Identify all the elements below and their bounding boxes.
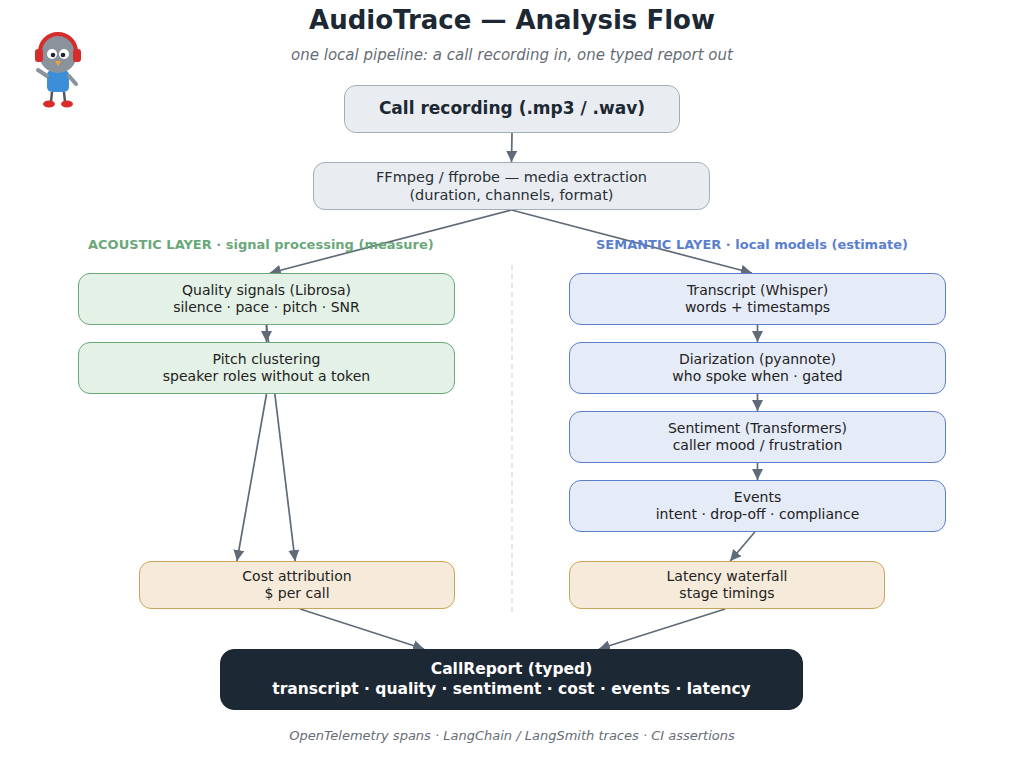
box-title: Transcript (Whisper) xyxy=(687,282,828,300)
box-title: Pitch clustering xyxy=(213,351,321,369)
headphone-cup xyxy=(73,49,81,62)
box-title: Sentiment (Transformers) xyxy=(668,420,847,438)
mascot-eye xyxy=(47,49,57,59)
flow-arrow xyxy=(237,394,267,561)
flow-arrow xyxy=(511,133,513,162)
flow-arrow xyxy=(757,325,759,342)
box-detail: who spoke when · gated xyxy=(672,368,842,386)
process-box: Sentiment (Transformers)caller mood / fr… xyxy=(569,411,946,463)
box-detail: words + timestamps xyxy=(685,299,830,317)
mascot-head xyxy=(39,35,77,73)
box-title: FFmpeg / ffprobe — media extraction (dur… xyxy=(367,168,657,204)
box-title: Events xyxy=(734,489,781,507)
diagram-caption: OpenTelemetry spans · LangChain / LangSm… xyxy=(0,728,1024,743)
process-box: Cost attribution$ per call xyxy=(139,561,455,609)
box-title: Quality signals (Librosa) xyxy=(182,282,351,300)
box-title: Latency waterfall xyxy=(667,568,788,586)
process-box: Quality signals (Librosa)silence · pace … xyxy=(78,273,455,325)
mascot-leg xyxy=(51,92,52,102)
box-detail: stage timings xyxy=(679,585,774,603)
process-box: Call recording (.mp3 / .wav) xyxy=(344,85,680,133)
layer-label: ACOUSTIC LAYER · signal processing (meas… xyxy=(88,237,434,252)
mascot-eye xyxy=(59,49,69,59)
flow-arrow xyxy=(757,463,759,480)
process-box: FFmpeg / ffprobe — media extraction (dur… xyxy=(313,162,710,210)
mascot-beak xyxy=(55,61,61,66)
flow-arrow xyxy=(266,325,268,342)
box-detail: caller mood / frustration xyxy=(673,437,843,455)
box-detail: speaker roles without a token xyxy=(163,368,370,386)
layer-divider xyxy=(511,265,512,615)
box-title: Cost attribution xyxy=(242,568,351,586)
layer-label: SEMANTIC LAYER · local models (estimate) xyxy=(596,237,908,252)
mascot-pupil xyxy=(51,53,56,58)
box-title: Diarization (pyannote) xyxy=(679,351,836,369)
diagram-title: AudioTrace — Analysis Flow xyxy=(0,5,1024,35)
mascot-wing xyxy=(69,76,76,84)
box-title: Call recording (.mp3 / .wav) xyxy=(379,98,645,119)
headphone-band xyxy=(40,34,76,52)
process-box: Latency waterfallstage timings xyxy=(569,561,885,609)
process-box: Pitch clusteringspeaker roles without a … xyxy=(78,342,455,394)
mascot-wing xyxy=(38,70,47,76)
box-detail: $ per call xyxy=(264,585,329,603)
mascot-pupil xyxy=(61,53,66,58)
flow-arrow xyxy=(599,609,725,649)
process-box: Transcript (Whisper)words + timestamps xyxy=(569,273,946,325)
process-box: Diarization (pyannote)who spoke when · g… xyxy=(569,342,946,394)
process-box: CallReport (typed)transcript · quality ·… xyxy=(220,649,803,710)
mascot-illustration xyxy=(35,34,81,108)
mascot-leg xyxy=(64,92,65,102)
mascot-shoe xyxy=(61,101,73,108)
flow-arrow xyxy=(300,609,424,649)
headphone-cup xyxy=(35,49,43,62)
box-detail: transcript · quality · sentiment · cost … xyxy=(272,680,750,699)
flow-arrow xyxy=(730,532,755,561)
box-detail: intent · drop-off · compliance xyxy=(656,506,860,524)
box-title: CallReport (typed) xyxy=(431,660,593,679)
mascot-shoe xyxy=(43,101,55,108)
subtitle: one local pipeline: a call recording in,… xyxy=(0,46,1024,64)
box-detail: silence · pace · pitch · SNR xyxy=(173,299,360,317)
process-box: Eventsintent · drop-off · compliance xyxy=(569,480,946,532)
flow-arrow xyxy=(757,394,759,411)
mascot-shirt xyxy=(47,70,69,92)
